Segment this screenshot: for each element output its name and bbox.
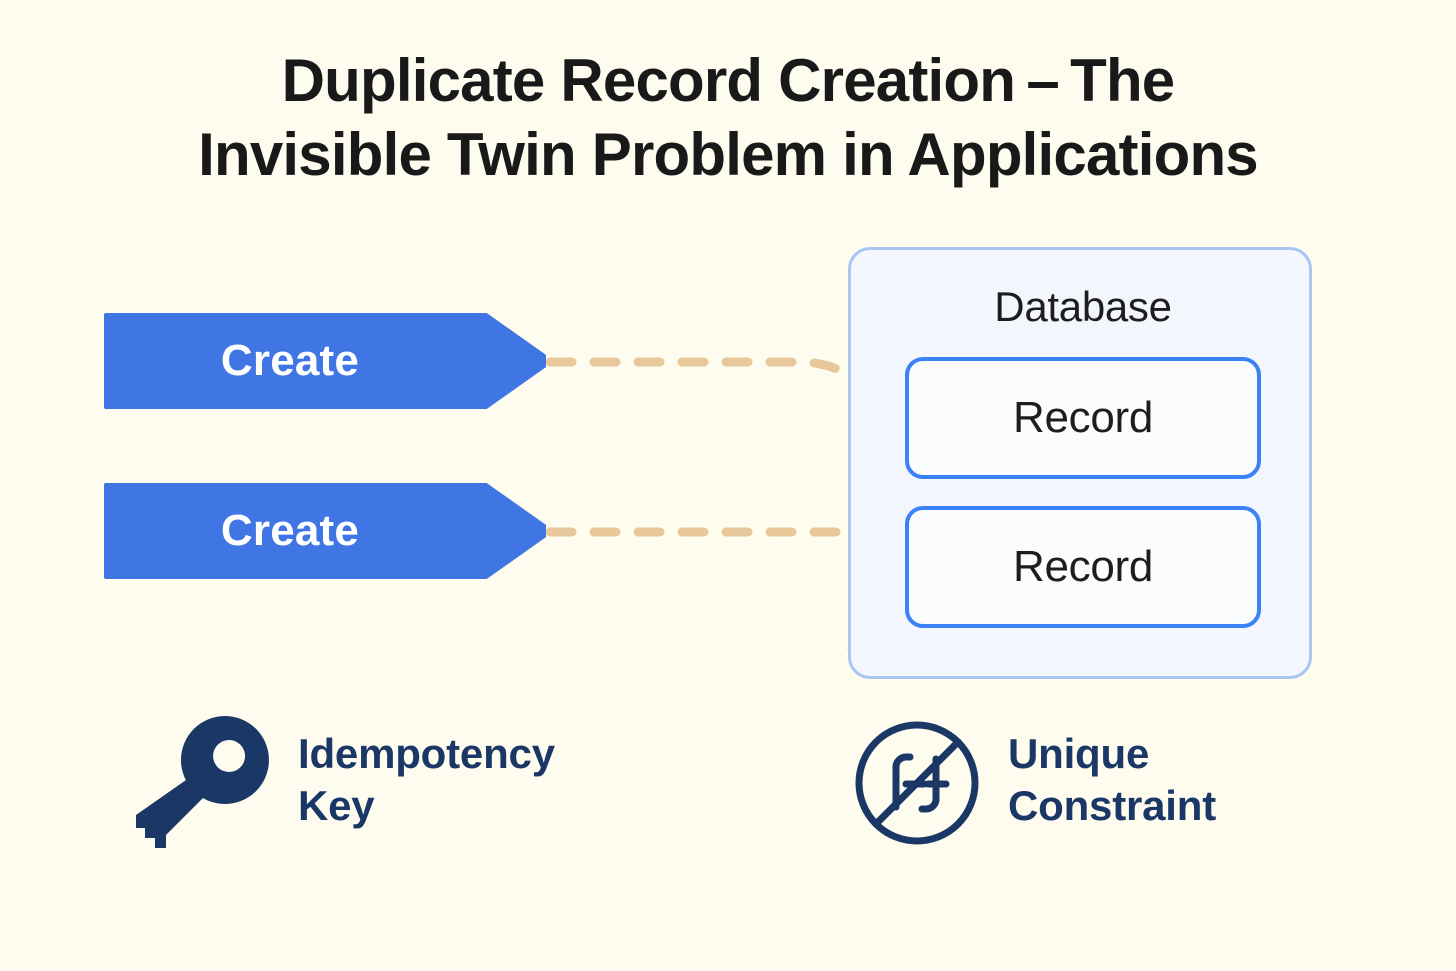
database-title: Database xyxy=(994,283,1172,330)
create-request-arrow-1[interactable]: Create xyxy=(104,313,546,409)
record-label-2: Record xyxy=(1012,542,1154,591)
legend-item-unique-constraint: Unique Constraint xyxy=(852,718,1216,848)
page-title: Duplicate Record Creation – The Invisibl… xyxy=(0,44,1456,192)
arrow-right-icon xyxy=(104,483,546,579)
page-title-line-1: Duplicate Record Creation – The xyxy=(281,47,1176,114)
legend-label-unique-constraint: Unique Constraint xyxy=(1008,730,1217,829)
arrow-right-icon xyxy=(104,313,546,409)
record-box-1: Record xyxy=(905,357,1261,479)
page-title-line-2: Invisible Twin Problem in Applications xyxy=(198,121,1259,188)
record-label-1: Record xyxy=(1012,393,1154,442)
no-duplicate-icon xyxy=(855,721,979,845)
database-container: Database Record Record xyxy=(848,247,1312,679)
legend-item-idempotency-key: Idempotency Key xyxy=(130,712,555,860)
key-icon xyxy=(136,716,269,848)
legend-label-idempotency-key: Idempotency Key xyxy=(298,730,555,829)
create-request-arrow-2[interactable]: Create xyxy=(104,483,546,579)
record-box-2: Record xyxy=(905,506,1261,628)
